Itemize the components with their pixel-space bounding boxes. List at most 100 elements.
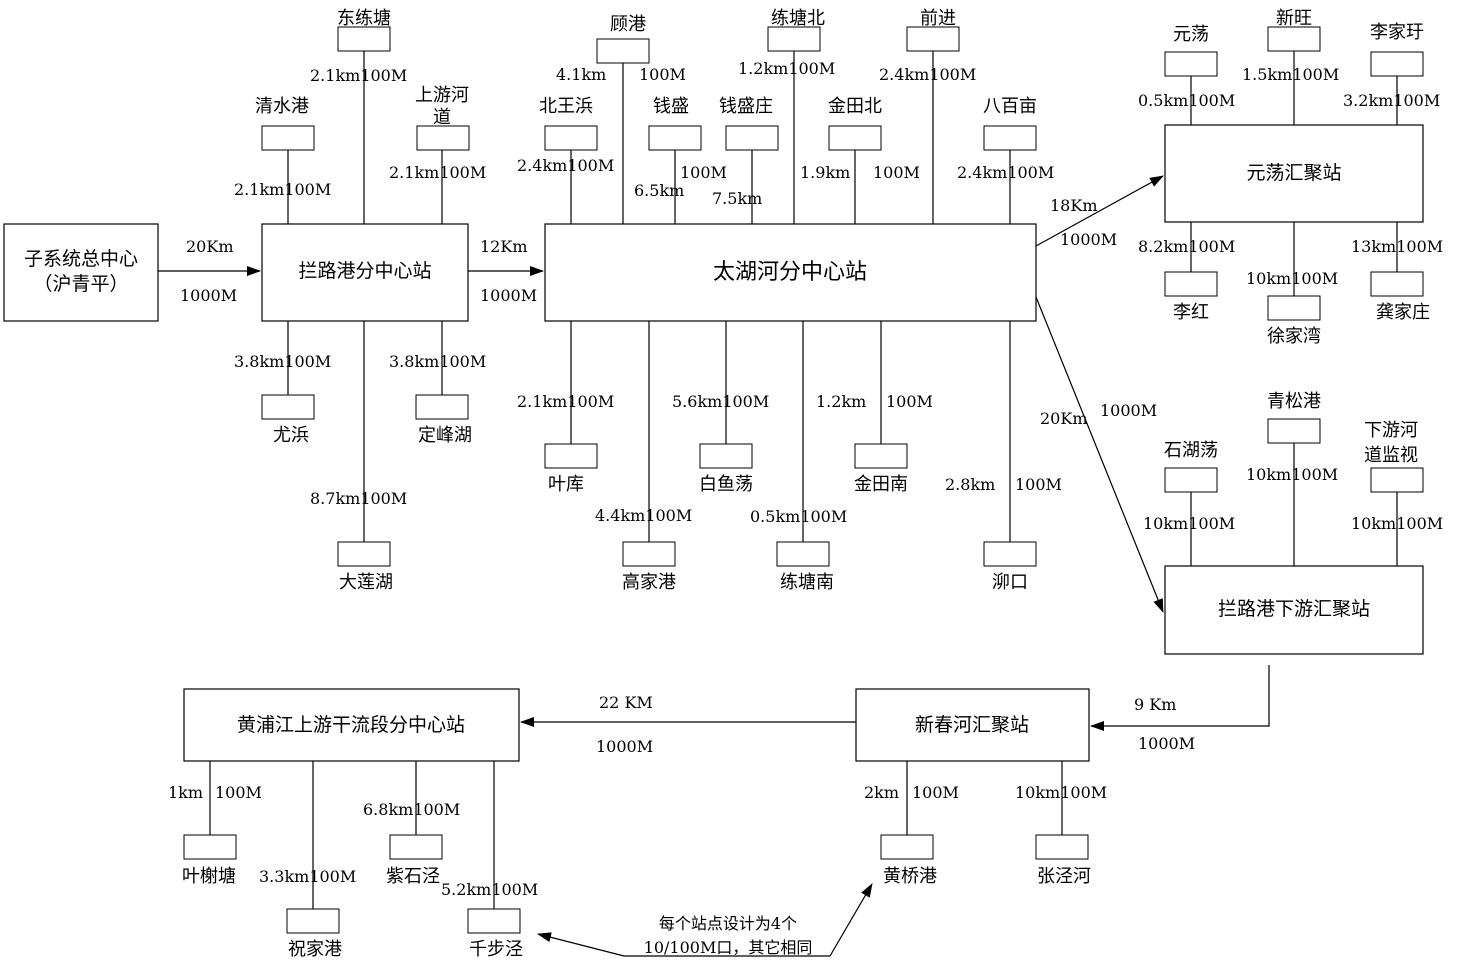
link-label: 1.5km100M <box>1242 65 1339 84</box>
link-label: 5.2km100M <box>441 880 538 899</box>
link-label: 6.8km100M <box>363 800 460 819</box>
site-jintianbei: 金田北 1.9km 100M <box>800 96 920 224</box>
site-label: 八百亩 <box>983 96 1037 117</box>
node-label: 新春河汇聚站 <box>915 714 1029 736</box>
link-bandwidth: 1000M <box>180 286 237 305</box>
site-dingfenghu: 定峰湖 3.8km100M <box>389 321 486 446</box>
link-label: 2.1km100M <box>389 163 486 182</box>
link-label: 10km100M <box>1015 783 1107 802</box>
site-yexietang: 叶榭塘 1km 100M <box>168 761 262 887</box>
site-shangyouhedao: 上游河 道 2.1km100M <box>389 85 486 224</box>
link-label: 1.2km <box>816 392 866 411</box>
site-label: 叶榭塘 <box>182 866 236 887</box>
site-label: 道监视 <box>1364 445 1418 466</box>
site-label: 练塘北 <box>771 8 825 29</box>
link-bandwidth: 1000M <box>1100 401 1157 420</box>
node-huangpujiang: 黄浦江上游干流段分中心站 <box>183 688 520 762</box>
site-gongjiazhuang: 龚家庄 13km100M <box>1351 222 1443 323</box>
site-zishijing: 紫石泾 6.8km100M <box>363 761 460 887</box>
site-liantangnan: 练塘南 0.5km100M <box>750 321 847 593</box>
link-distance: 18Km <box>1050 196 1097 215</box>
site-zhujiagang: 祝家港 3.3km100M <box>259 761 356 960</box>
node-label: 拦路港下游汇聚站 <box>1218 598 1370 620</box>
node-taihuhe: 太湖河分中心站 <box>544 223 1037 322</box>
link-label: 3.2km100M <box>1343 91 1440 110</box>
site-qianjin: 前进 2.4km100M <box>879 8 976 224</box>
site-qianshengzhuang: 钱盛庄 7.5km <box>712 96 779 224</box>
link-label: 8.2km100M <box>1138 237 1235 256</box>
node-lanlugang-xiayou-hub: 拦路港下游汇聚站 <box>1164 565 1424 655</box>
node-label: 子系统总中心 <box>24 248 138 270</box>
site-label: 祝家港 <box>288 939 342 960</box>
link-label: 10km100M <box>1246 269 1338 288</box>
site-label: 李家玗 <box>1370 22 1424 43</box>
link-label: 2.1km100M <box>310 66 407 85</box>
link-label: 2.1km100M <box>517 392 614 411</box>
link-label: 3.8km100M <box>234 352 331 371</box>
link-label: 10km100M <box>1351 514 1443 533</box>
site-shihudang: 石湖荡 10km100M <box>1143 440 1235 566</box>
link-label: 100M <box>215 783 262 802</box>
site-label: 钱盛庄 <box>719 96 773 117</box>
link-label: 100M <box>912 783 959 802</box>
node-label: 拦路港分中心站 <box>298 260 431 282</box>
link-label: 100M <box>680 163 727 182</box>
trunk-link-lan-tai: 12Km 1000M <box>468 237 544 305</box>
link-label: 10km100M <box>1246 465 1338 484</box>
site-xinwang: 新旺 1.5km100M <box>1242 8 1339 125</box>
node-label: 黄浦江上游干流段分中心站 <box>237 714 465 736</box>
link-label: 13km100M <box>1351 237 1443 256</box>
site-label: 元荡 <box>1173 24 1209 45</box>
site-label: 东练塘 <box>337 8 391 29</box>
link-label: 1.9km <box>800 163 850 182</box>
site-label: 石湖荡 <box>1164 440 1218 461</box>
link-label: 1km <box>168 783 203 802</box>
site-label: 前进 <box>920 8 956 29</box>
site-label: 道 <box>433 107 451 128</box>
site-label: 清水港 <box>255 96 309 117</box>
site-label: 钱盛 <box>653 96 689 117</box>
note-line2: 10/100M口，其它相同 <box>644 938 813 957</box>
site-label: 紫石泾 <box>386 866 440 887</box>
site-label: 黄桥港 <box>883 866 937 887</box>
link-label: 4.4km100M <box>595 506 692 525</box>
link-distance: 9 Km <box>1134 695 1176 714</box>
link-label: 100M <box>873 163 920 182</box>
site-qianbujing: 千步泾 5.2km100M <box>441 761 538 960</box>
node-yuandang-hub: 元荡汇聚站 <box>1164 124 1424 223</box>
site-label: 徐家湾 <box>1267 326 1321 347</box>
node-zongzhongxin: 子系统总中心 （沪青平） <box>3 223 159 322</box>
site-label: 金田北 <box>828 96 882 117</box>
node-label: （沪青平） <box>33 273 128 295</box>
link-label: 6.5km <box>634 181 684 200</box>
site-yuandang: 元荡 0.5km100M <box>1138 24 1235 125</box>
link-distance: 20Km <box>186 237 233 256</box>
link-bandwidth: 1000M <box>480 286 537 305</box>
site-label: 张泾河 <box>1037 866 1091 887</box>
link-label: 5.6km100M <box>672 392 769 411</box>
site-xiayouhedao: 下游河 道监视 10km100M <box>1351 420 1443 566</box>
link-label: 2.8km <box>945 475 995 494</box>
site-label: 新旺 <box>1276 8 1312 29</box>
link-label: 3.8km100M <box>389 352 486 371</box>
site-beiwangbang: 北王浜 2.4km100M <box>517 96 614 224</box>
site-label: 大莲湖 <box>339 572 393 593</box>
node-lanlugang: 拦路港分中心站 <box>261 223 469 322</box>
site-label: 叶库 <box>548 474 584 495</box>
link-label: 10km100M <box>1143 514 1235 533</box>
link-distance: 22 KM <box>599 693 653 712</box>
site-label: 泖口 <box>992 572 1028 593</box>
link-label: 100M <box>639 65 686 84</box>
site-youbang: 尤浜 3.8km100M <box>234 321 331 446</box>
site-label: 龚家庄 <box>1376 302 1430 323</box>
site-label: 白鱼荡 <box>699 474 753 495</box>
link-distance: 20Km <box>1040 409 1087 428</box>
link-label: 8.7km100M <box>310 489 407 508</box>
link-label: 2.4km100M <box>517 156 614 175</box>
link-label: 1.2km100M <box>738 59 835 78</box>
site-gugang: 顾港 4.1km 100M <box>556 14 686 224</box>
link-label: 2km <box>864 783 899 802</box>
link-label: 0.5km100M <box>750 507 847 526</box>
